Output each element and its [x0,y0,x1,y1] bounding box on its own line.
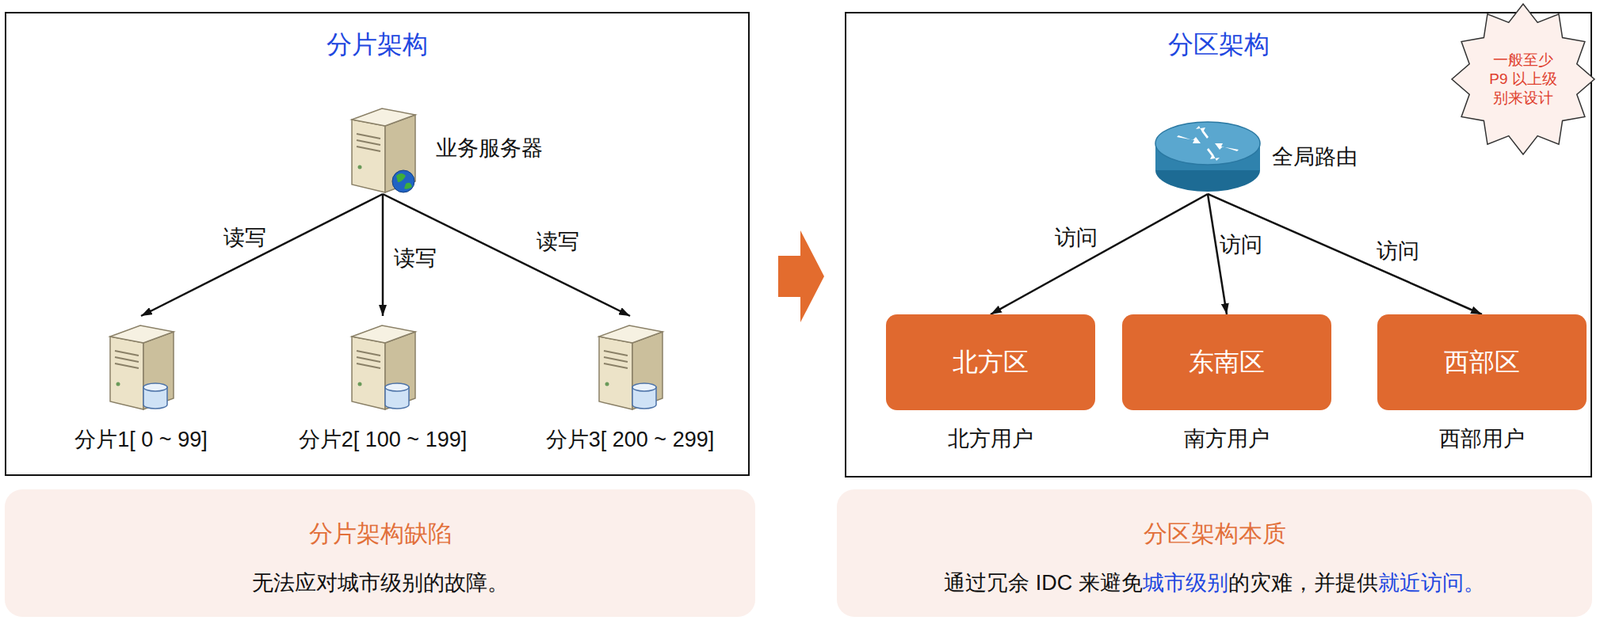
note-text: 城市级别 [1142,571,1229,596]
note-title: 分区架构本质 [836,518,1593,551]
starburst-callout: 一般至少 P9 以上级别来设计 [1449,1,1597,157]
edge-label: 访问 [1219,230,1263,260]
edge-label: 访问 [1376,236,1420,266]
shard-node: 分片2[ 100 ~ 199] [348,316,417,413]
note-text: 通过冗余 IDC 来避免 [943,571,1143,596]
edge-label: 读写 [393,244,437,273]
region-users: 北方用户 [947,424,1034,454]
note-panel: 分片架构缺陷无法应对城市级别的故障。 [4,489,756,618]
note-line: 通过冗余 IDC 来避免城市级别的灾难，并提供就近访问。 [836,568,1593,598]
callout-text: 一般至少 P9 以上级别来设计 [1486,50,1560,107]
region-box: 北方区北方用户 [885,314,1096,411]
edge-label: 读写 [223,223,267,253]
region-name: 西部区 [1377,345,1587,381]
note-text: 的灾难，并提供 [1228,571,1379,596]
connector [141,194,383,317]
note-line: 无法应对城市级别的故障。 [4,568,756,598]
connector [990,194,1208,315]
node-label: 业务服务器 [435,133,543,163]
server-icon [351,108,416,193]
connector [1207,194,1482,315]
node-label: 分片3[ 200 ~ 299] [546,425,715,455]
region-name: 北方区 [885,345,1096,381]
region-box: 东南区南方用户 [1122,314,1332,411]
region-users: 南方用户 [1183,424,1270,454]
shard-node: 分片3[ 200 ~ 299] [595,316,665,413]
note-panel: 分区架构本质通过冗余 IDC 来避免城市级别的灾难，并提供就近访问。 [836,489,1593,618]
note-text: 无法应对城市级别的故障。 [252,571,509,596]
region-box: 西部区西部用户 [1377,314,1587,411]
server-node: 业务服务器 [347,102,419,195]
shard-server-icon [351,325,416,410]
edge-label: 访问 [1054,223,1098,253]
note-text: 就近访问。 [1378,571,1486,596]
node-label: 全局路由 [1271,142,1358,172]
starburst-shape [1451,3,1595,155]
shard-node: 分片1[ 0 ~ 99] [106,316,176,413]
node-label: 分片1[ 0 ~ 99] [74,425,207,455]
router-node: 全局路由 [1153,119,1263,195]
connector [381,194,385,317]
edge-label: 读写 [536,227,580,256]
shard-server-icon [110,325,174,410]
connector [382,194,631,317]
block-arrow [778,230,825,323]
node-label: 分片2[ 100 ~ 199] [298,425,467,455]
region-users: 西部用户 [1439,424,1525,454]
panel-title: 分片架构 [6,27,749,63]
region-name: 东南区 [1122,345,1332,381]
architecture-panel: 分片架构业务服务器分片1[ 0 ~ 99] 分片2[ 100 ~ 199] 分片3[… [4,11,750,477]
note-title: 分片架构缺陷 [4,518,756,551]
shard-server-icon [599,325,663,410]
router-icon [1155,122,1261,192]
